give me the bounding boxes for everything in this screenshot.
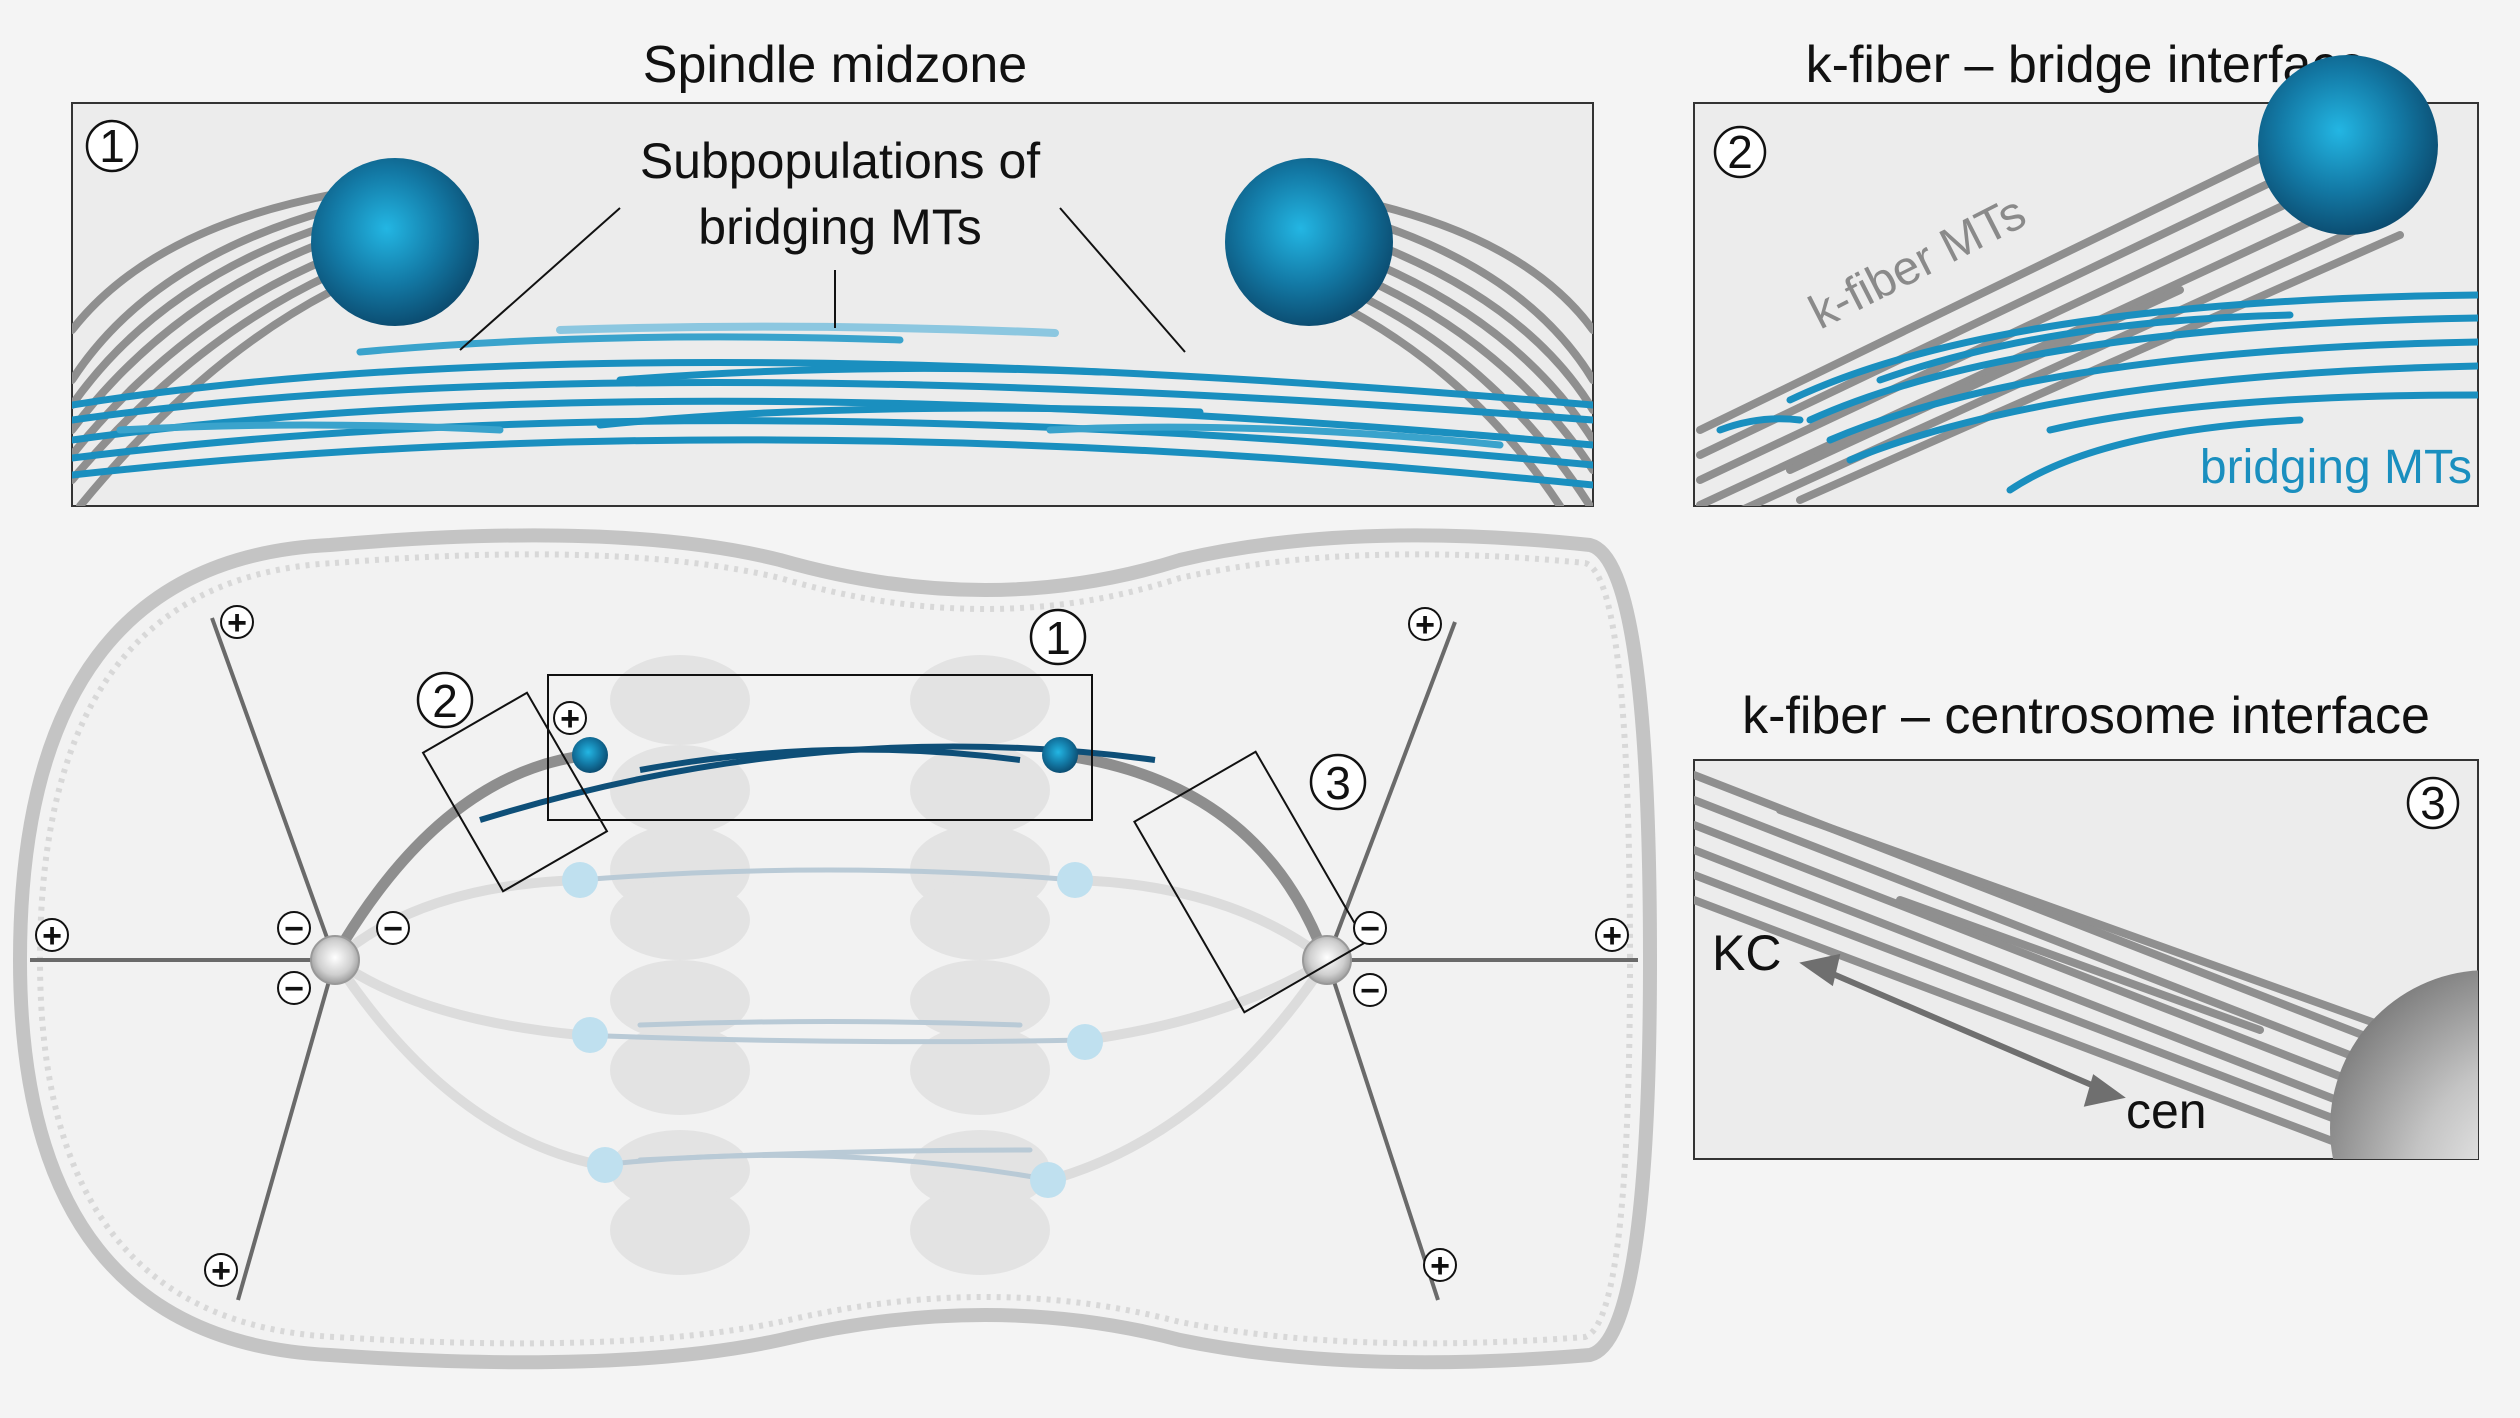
minus-marker: − bbox=[277, 910, 311, 948]
upper-left-kfiber bbox=[339, 749, 596, 946]
svg-text:+: + bbox=[42, 917, 62, 955]
minus-marker: − bbox=[1353, 910, 1387, 948]
left-kinetochore bbox=[311, 158, 479, 326]
kc-cen-arrow-shaft bbox=[1810, 962, 2117, 1098]
midzone-panel: Spindle midzone bbox=[71, 36, 1594, 507]
midzone-title: Spindle midzone bbox=[643, 36, 1027, 94]
minus-end-markers: − − − − − bbox=[277, 910, 1387, 1010]
svg-text:+: + bbox=[227, 604, 247, 642]
bridging-mts bbox=[72, 333, 1593, 489]
bridge-number: 2 bbox=[1727, 126, 1753, 178]
upper-left-kinetochore bbox=[572, 737, 608, 773]
plus-marker: + bbox=[1408, 606, 1442, 644]
midzone-label-line1: Subpopulations of bbox=[640, 133, 1040, 189]
bridge-panel: k-fiber – bridge interface bbox=[1693, 36, 2479, 507]
svg-text:−: − bbox=[1360, 910, 1380, 948]
bridging-mts-label: bridging MTs bbox=[2200, 441, 2472, 494]
plus-marker: + bbox=[553, 700, 587, 738]
cell-cortex bbox=[36, 551, 1634, 1347]
cell-membrane bbox=[12, 528, 1658, 1370]
centrosome-number-badge bbox=[2406, 776, 2460, 830]
bridge-title: k-fiber – bridge interface bbox=[1806, 36, 2367, 94]
plus-marker: + bbox=[35, 917, 69, 955]
faded-spindle-fibers bbox=[330, 867, 1332, 1185]
chromosomes bbox=[610, 655, 1050, 1275]
callout-box-2 bbox=[421, 691, 609, 893]
bridge-bridging-mts bbox=[1716, 291, 2478, 494]
upper-right-kinetochore bbox=[1042, 737, 1078, 773]
upper-bridge-mt-inner bbox=[639, 746, 1021, 773]
midzone-number-badge bbox=[85, 119, 139, 173]
svg-text:−: − bbox=[1360, 972, 1380, 1010]
kc-arrowhead bbox=[1799, 953, 1841, 987]
cen-label: cen bbox=[2126, 1083, 2207, 1139]
callout-box-3 bbox=[1133, 750, 1367, 1014]
svg-text:−: − bbox=[383, 910, 403, 948]
callout-1-number: 1 bbox=[1045, 612, 1071, 664]
callout-3-number: 3 bbox=[1325, 757, 1351, 809]
centrosome-kfiber bbox=[1694, 771, 2478, 1159]
centrosome-panel: k-fiber – centrosome interface KC cen 3 bbox=[1693, 687, 2479, 1160]
centrosome-sphere bbox=[2330, 970, 2478, 1159]
bridge-number-badge bbox=[1713, 125, 1767, 179]
cen-arrowhead bbox=[2083, 1074, 2126, 1107]
midzone-leader-lines bbox=[459, 207, 1186, 353]
svg-text:+: + bbox=[1430, 1247, 1450, 1285]
bridging-mt-light bbox=[556, 322, 1059, 337]
right-kinetochore bbox=[1225, 158, 1393, 326]
astral-mts bbox=[30, 617, 1638, 1301]
midzone-label-line2: bridging MTs bbox=[698, 199, 981, 255]
svg-text:+: + bbox=[560, 700, 580, 738]
midzone-number: 1 bbox=[99, 120, 125, 172]
callout-2-number: 2 bbox=[432, 675, 458, 727]
faded-kinetochores bbox=[562, 862, 1103, 1198]
svg-text:+: + bbox=[1602, 917, 1622, 955]
svg-text:−: − bbox=[284, 970, 304, 1008]
minus-marker: − bbox=[376, 910, 410, 948]
kc-label: KC bbox=[1712, 925, 1781, 981]
callout-3-badge bbox=[1309, 753, 1367, 811]
centrosome-title: k-fiber – centrosome interface bbox=[1742, 687, 2430, 745]
centrosome-number: 3 bbox=[2420, 777, 2446, 829]
left-centrosome bbox=[310, 935, 360, 985]
minus-marker: − bbox=[277, 970, 311, 1008]
callout-box-1 bbox=[547, 674, 1093, 821]
bridge-kinetochore bbox=[2258, 55, 2438, 235]
cell-overview: 1 2 3 + + + + + + + − − − − − bbox=[12, 528, 1658, 1370]
svg-text:+: + bbox=[211, 1252, 231, 1290]
callout-2-badge bbox=[416, 671, 474, 729]
plus-marker: + bbox=[204, 1252, 238, 1290]
right-centrosome bbox=[1302, 935, 1352, 985]
upper-right-kfiber bbox=[1054, 749, 1324, 946]
svg-text:+: + bbox=[1415, 606, 1435, 644]
plus-marker: + bbox=[220, 604, 254, 642]
svg-text:−: − bbox=[284, 910, 304, 948]
plus-marker: + bbox=[1423, 1247, 1457, 1285]
minus-marker: − bbox=[1353, 972, 1387, 1010]
plus-marker: + bbox=[1595, 917, 1629, 955]
plus-end-markers: + + + + + + + bbox=[35, 604, 1629, 1290]
callout-1-badge bbox=[1029, 608, 1087, 666]
